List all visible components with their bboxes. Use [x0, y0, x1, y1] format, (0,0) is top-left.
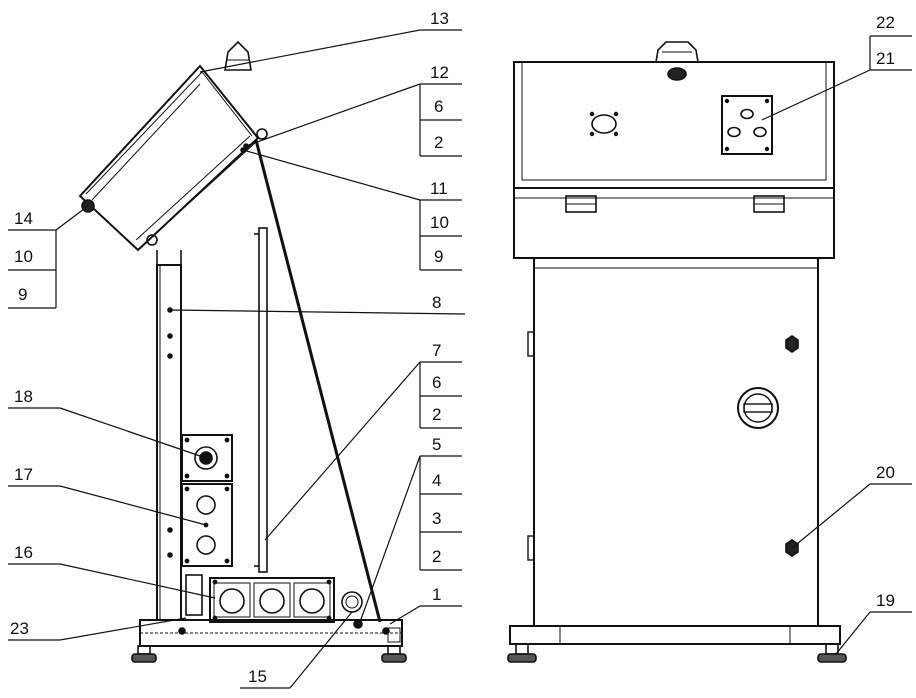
- leader-lines-left: [55, 29, 466, 689]
- label-2-bottom: 2: [432, 547, 441, 566]
- side-view: [8, 29, 466, 689]
- vent-cap: [224, 40, 252, 71]
- label-15: 15: [248, 667, 267, 686]
- label-14: 14: [14, 209, 33, 228]
- label-1: 1: [432, 585, 441, 604]
- tilted-control-box: [78, 64, 260, 252]
- label-9-right: 9: [434, 247, 443, 266]
- label-3: 3: [432, 509, 441, 528]
- label-6-mid: 6: [432, 373, 441, 392]
- label-10-left: 10: [14, 247, 33, 266]
- label-2-mid: 2: [432, 405, 441, 424]
- label-12: 12: [430, 63, 449, 82]
- label-boxes-left: [8, 84, 462, 571]
- upper-hinge: [256, 128, 268, 140]
- label-7: 7: [432, 341, 441, 360]
- label-9-left: 9: [18, 285, 27, 304]
- label-2-top: 2: [434, 133, 443, 152]
- connector-plate: [721, 95, 773, 155]
- front-view: [507, 35, 912, 663]
- front-base: [507, 625, 847, 663]
- label-11: 11: [430, 179, 448, 198]
- label-19: 19: [876, 591, 895, 610]
- lower-hinge: [146, 234, 158, 246]
- label-5: 5: [432, 435, 441, 454]
- front-cabinet: [527, 257, 819, 627]
- diagonal-strut: [254, 139, 382, 623]
- socket-panel: [209, 577, 335, 623]
- front-control-box: [513, 61, 835, 189]
- vertical-column: [156, 250, 182, 621]
- label-23: 23: [10, 619, 29, 638]
- leader-lines-right: [761, 35, 912, 655]
- label-6-top: 6: [434, 97, 443, 116]
- label-10-right: 10: [430, 213, 449, 232]
- indicator-panel: [181, 434, 233, 482]
- label-4: 4: [432, 471, 441, 490]
- underlines-left: [8, 29, 462, 689]
- label-8: 8: [432, 293, 441, 312]
- label-22: 22: [876, 13, 895, 32]
- cable-gland: [341, 591, 363, 613]
- label-16: 16: [14, 543, 33, 562]
- label-20: 20: [876, 463, 895, 482]
- front-lid: [513, 187, 835, 259]
- label-18: 18: [14, 387, 33, 406]
- side-base: [131, 619, 407, 663]
- label-17: 17: [14, 465, 33, 484]
- label-21: 21: [876, 49, 895, 68]
- front-vent-cap: [655, 41, 699, 63]
- labels: 13 12 6 2 11 10 9 14 10 9 8 7 6 2 5 4 3 …: [10, 9, 895, 686]
- button-panel: [181, 483, 233, 567]
- label-13: 13: [430, 9, 449, 28]
- vertical-rail: [254, 227, 268, 573]
